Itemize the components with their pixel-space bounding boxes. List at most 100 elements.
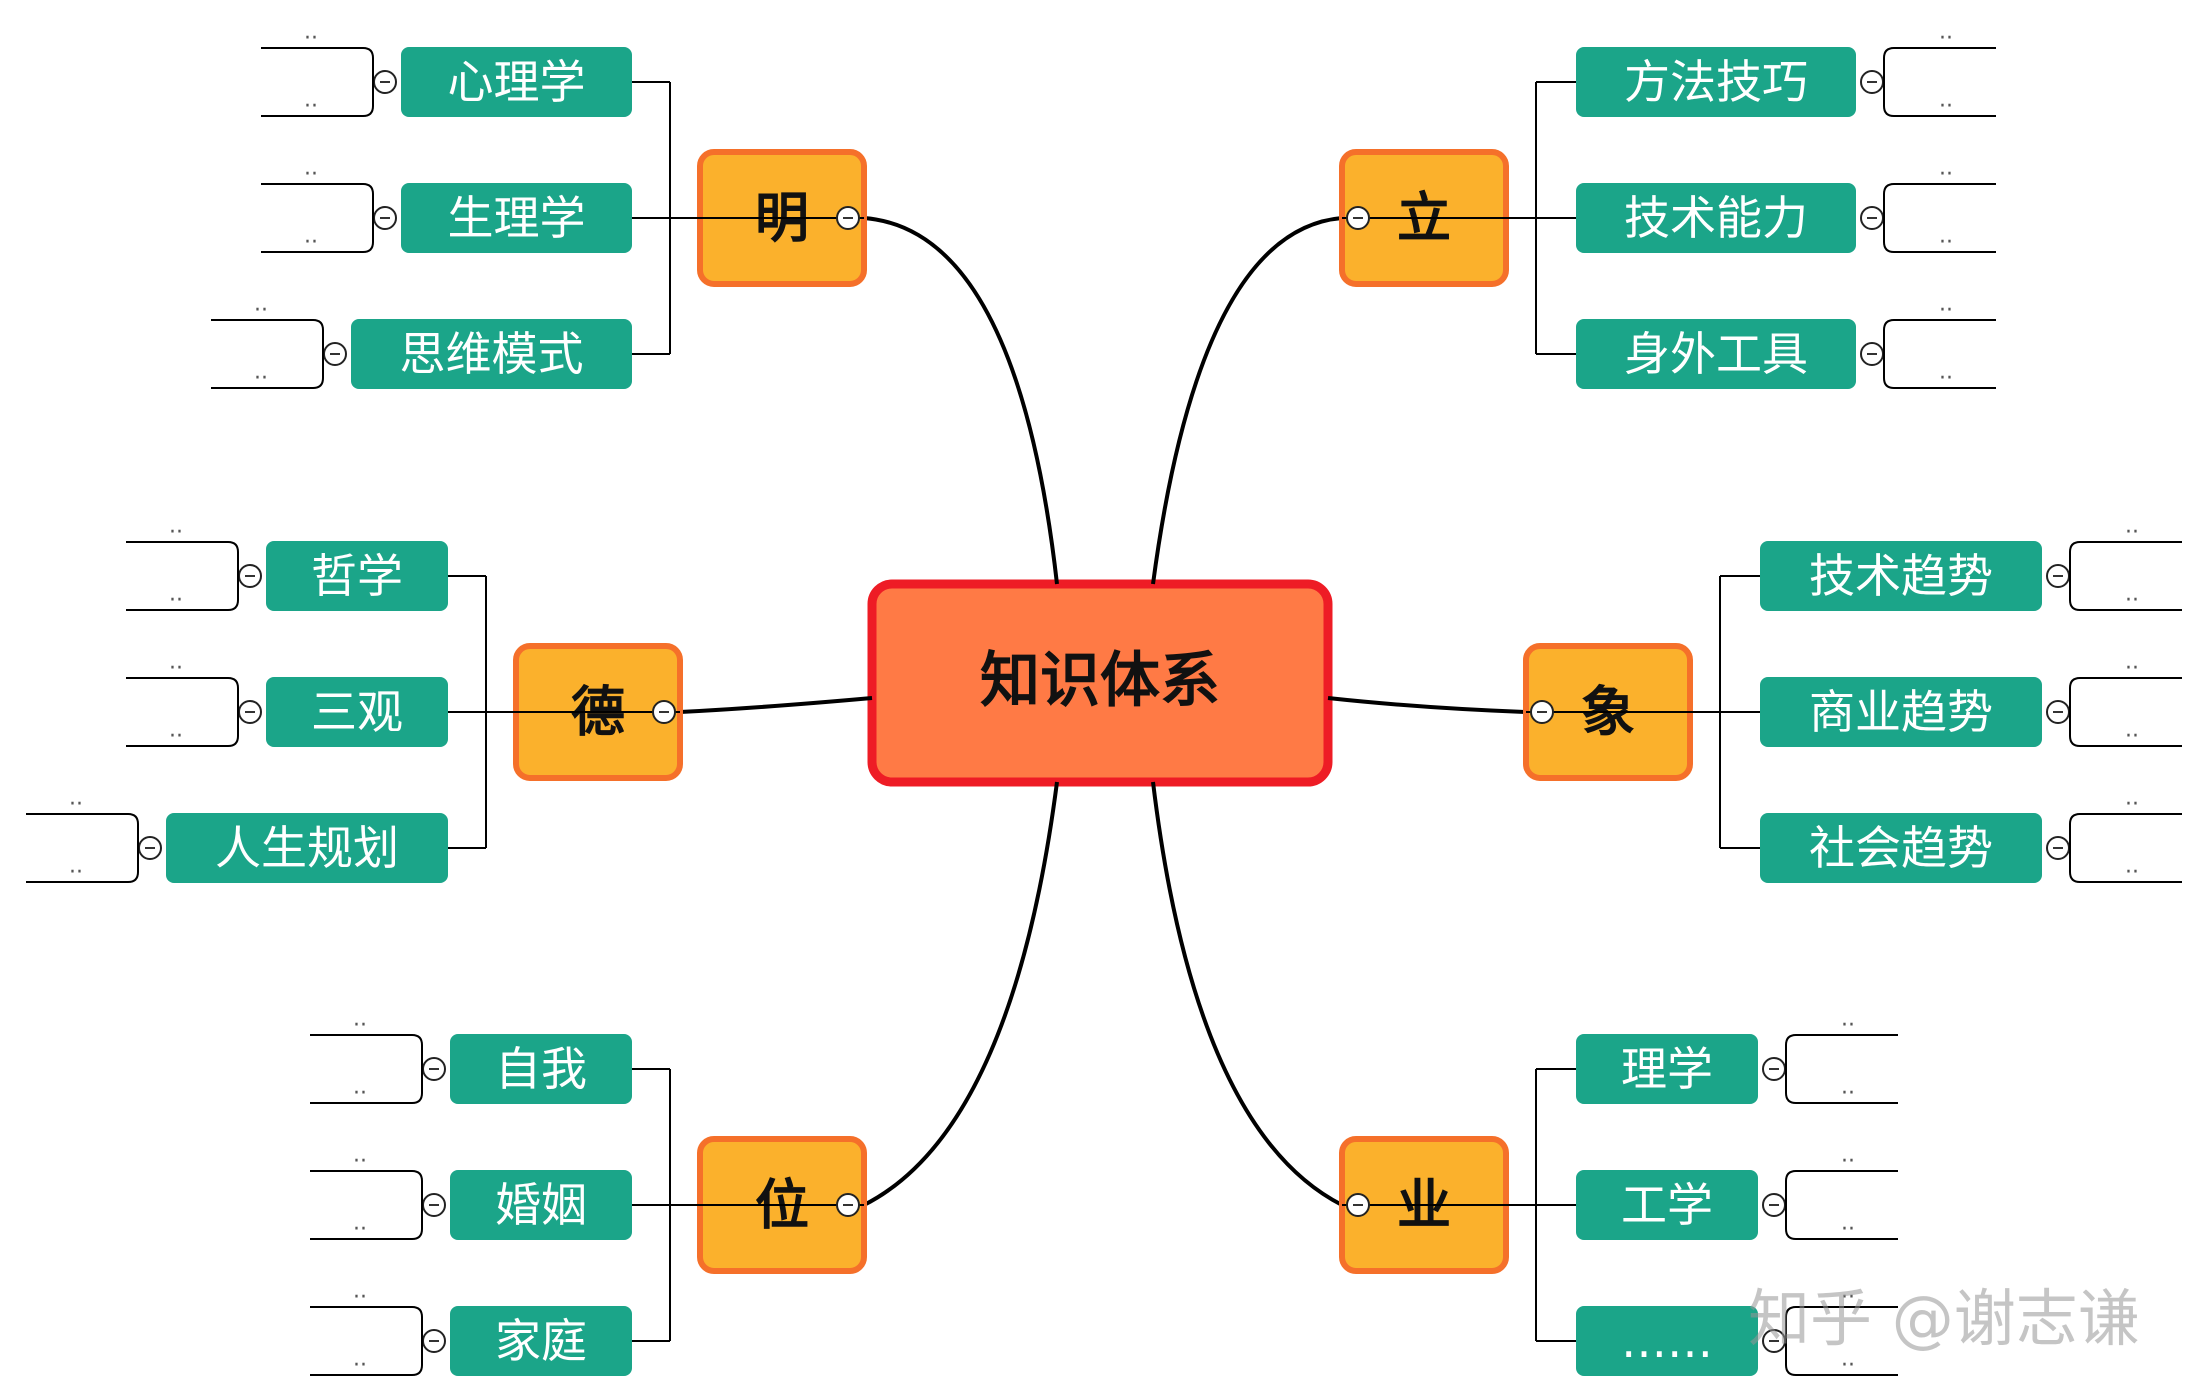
leaf-line [1785,1364,1898,1376]
leaf-label: .. [353,1007,367,1032]
sub-node-box[interactable] [1760,677,2042,747]
collapse-toggle-icon[interactable] [2046,564,2070,588]
root-node-box[interactable] [867,579,1333,787]
collapse-toggle-icon[interactable] [2046,836,2070,860]
leaf-line [310,1364,423,1376]
sub-node-box[interactable] [450,1170,632,1240]
collapse-toggle-icon[interactable] [1346,206,1370,230]
collapse-toggle-icon[interactable] [836,1193,860,1217]
sub-node-box[interactable] [450,1306,632,1376]
collapse-toggle-icon[interactable] [1860,70,1884,94]
leaf-group: .... [1785,1143,1898,1240]
leaf-line [126,677,239,689]
sub-node-box[interactable] [1576,1034,1758,1104]
sub-node-box[interactable] [266,677,448,747]
sub-node[interactable]: 身外工具.... [1536,292,1996,390]
leaf-label: .. [2125,854,2139,879]
leaf-line [2069,871,2182,883]
sub-node-box[interactable] [351,319,632,389]
sub-node[interactable]: 生理学.... [261,156,670,254]
sub-node-label: 技术能力 [1624,191,1808,245]
leaf-line [126,541,239,553]
sub-node[interactable]: 技术趋势.... [1720,514,2182,612]
leaf-label: .. [1939,20,1953,45]
collapse-toggle-icon[interactable] [323,342,347,366]
sub-node[interactable]: 工学.... [1536,1143,1898,1241]
collapse-toggle-icon[interactable] [238,700,262,724]
sub-node-box[interactable] [401,47,632,117]
sub-node[interactable]: 商业趋势.... [1720,650,2182,748]
leaf-group: .... [310,1007,423,1104]
collapse-toggle-icon[interactable] [422,1329,446,1353]
sub-node-box[interactable] [1760,813,2042,883]
leaf-label: .. [1841,1143,1855,1168]
sub-node-box[interactable] [1576,47,1856,117]
sub-node-box[interactable] [266,541,448,611]
sub-node[interactable]: 家庭.... [310,1279,670,1377]
leaf-line [211,377,324,389]
sub-node[interactable]: 思维模式.... [211,292,670,390]
leaf-label: .. [353,1211,367,1236]
branch-4: 象技术趋势....商业趋势....社会趋势.... [1327,514,2182,884]
collapse-toggle-icon[interactable] [1860,342,1884,366]
collapse-toggle-icon[interactable] [1762,1329,1786,1353]
collapse-toggle-icon[interactable] [238,564,262,588]
leaf-line [310,1034,423,1046]
sub-node[interactable]: 方法技巧.... [1536,20,1996,118]
leaf-group: .... [1883,292,1996,389]
sub-node[interactable]: 社会趋势.... [1720,786,2182,884]
collapse-toggle-icon[interactable] [138,836,162,860]
sub-node[interactable]: 技术能力.... [1536,156,1996,254]
sub-node-box[interactable] [166,813,448,883]
collapse-toggle-icon[interactable] [1860,206,1884,230]
sub-node-box[interactable] [1576,1306,1758,1376]
sub-node-box[interactable] [1576,319,1856,389]
sub-node[interactable]: 理学.... [1536,1007,1898,1105]
watermark: 知乎 @谢志谦 [1748,1282,2140,1355]
leaf-label: .. [2125,718,2139,743]
collapse-toggle-icon[interactable] [373,70,397,94]
collapse-toggle-icon[interactable] [422,1193,446,1217]
sub-node-box[interactable] [1576,1170,1758,1240]
root-node[interactable]: 知识体系 [867,579,1333,787]
sub-node[interactable]: …….... [1536,1279,1898,1377]
collapse-toggle-icon[interactable] [1762,1193,1786,1217]
collapse-toggle-icon[interactable] [2046,700,2070,724]
sub-node[interactable]: 哲学.... [126,514,486,612]
leaf-label: .. [1939,292,1953,317]
leaf-line [2069,677,2182,689]
sub-node-box[interactable] [450,1034,632,1104]
leaf-label: .. [1939,360,1953,385]
sub-node[interactable]: 人生规划.... [26,786,486,884]
leaf-label: .. [1841,1075,1855,1100]
branch-1: 明心理学....生理学....思维模式.... [211,20,1059,585]
collapse-toggle-icon[interactable] [1530,700,1554,724]
leaf-label: .. [1841,1279,1855,1304]
leaf-line [2069,599,2182,611]
leaf-label: .. [1841,1007,1855,1032]
collapse-toggle-icon[interactable] [1346,1193,1370,1217]
leaf-group: .... [261,20,374,117]
leaf-label: .. [2125,514,2139,539]
leaf-line [26,813,139,825]
collapse-toggle-icon[interactable] [373,206,397,230]
sub-node-box[interactable] [1760,541,2042,611]
leaf-group: .... [26,786,139,883]
leaf-group: .... [2069,650,2182,747]
sub-node-box[interactable] [401,183,632,253]
leaf-line [2069,735,2182,747]
leaf-line [1785,1306,1898,1318]
leaf-label: .. [2125,650,2139,675]
leaf-label: .. [1939,88,1953,113]
collapse-toggle-icon[interactable] [836,206,860,230]
collapse-toggle-icon[interactable] [422,1057,446,1081]
collapse-toggle-icon[interactable] [1762,1057,1786,1081]
sub-node-box[interactable] [1576,183,1856,253]
sub-node-label: 社会趋势 [1809,821,1993,875]
sub-node[interactable]: 三观.... [126,650,486,748]
sub-node[interactable]: 婚姻.... [310,1143,670,1241]
sub-node[interactable]: 自我.... [310,1007,670,1105]
collapse-toggle-icon[interactable] [652,700,676,724]
leaf-line [26,871,139,883]
sub-node[interactable]: 心理学.... [261,20,670,118]
